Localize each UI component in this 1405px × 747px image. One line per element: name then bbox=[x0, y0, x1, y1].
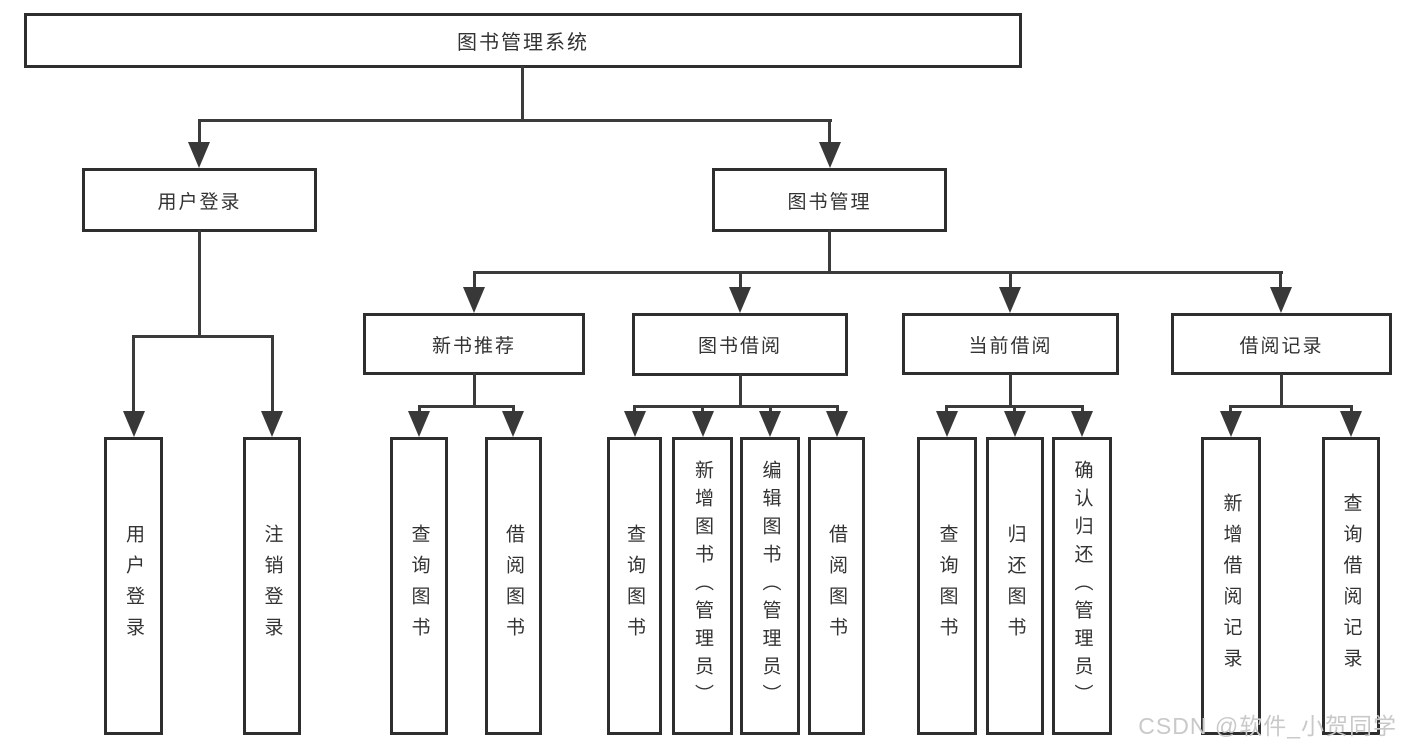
leaf-user-login: 用户登录 bbox=[104, 437, 163, 735]
connector-line bbox=[473, 271, 476, 291]
leaf-return-books: 归还图书 bbox=[986, 437, 1044, 735]
leaf-borrow-books-borrowing: 借阅图书 bbox=[808, 437, 865, 735]
arrowhead-down-icon bbox=[1004, 411, 1026, 437]
leaf-borrow-books-recommend: 借阅图书 bbox=[485, 437, 542, 735]
leaf-label: 查询图书 bbox=[408, 524, 430, 648]
leaf-label: 借阅图书 bbox=[826, 524, 847, 648]
arrowhead-down-icon bbox=[1340, 411, 1362, 437]
leaf-label: 注销登录 bbox=[261, 524, 283, 648]
connector-line bbox=[1280, 374, 1283, 408]
connector-line bbox=[521, 66, 524, 121]
connector-line bbox=[739, 271, 742, 291]
node-user-login: 用户登录 bbox=[82, 168, 317, 232]
connector-line bbox=[1009, 271, 1012, 291]
leaf-label: 查询图书 bbox=[936, 524, 958, 648]
node-book-borrowing: 图书借阅 bbox=[632, 313, 848, 376]
arrowhead-down-icon bbox=[624, 411, 646, 437]
arrowhead-down-icon bbox=[123, 411, 145, 437]
leaf-label: 借阅图书 bbox=[503, 524, 524, 648]
connector-line bbox=[473, 271, 1283, 274]
connector-line bbox=[633, 405, 839, 408]
arrowhead-down-icon bbox=[936, 411, 958, 437]
leaf-edit-books-admin: 编辑图书（管理员） bbox=[740, 437, 800, 735]
connector-line bbox=[1009, 374, 1012, 408]
arrowhead-down-icon bbox=[463, 287, 485, 313]
node-current-borrowing: 当前借阅 bbox=[902, 313, 1119, 375]
leaf-label: 查询借阅记录 bbox=[1340, 493, 1362, 679]
connector-line bbox=[271, 335, 274, 417]
connector-line bbox=[739, 374, 742, 408]
arrowhead-down-icon bbox=[188, 142, 210, 168]
node-label: 新书推荐 bbox=[431, 335, 516, 357]
arrowhead-down-icon bbox=[999, 287, 1021, 313]
leaf-label: 用户登录 bbox=[123, 524, 144, 648]
leaf-add-borrow-record: 新增借阅记录 bbox=[1201, 437, 1261, 735]
arrowhead-down-icon bbox=[1071, 411, 1093, 437]
leaf-query-books-recommend: 查询图书 bbox=[390, 437, 448, 735]
leaf-label: 确认归还（管理员） bbox=[1071, 460, 1093, 712]
arrowhead-down-icon bbox=[408, 411, 430, 437]
arrowhead-down-icon bbox=[261, 411, 283, 437]
node-borrowing-records: 借阅记录 bbox=[1171, 313, 1392, 375]
connector-line bbox=[828, 119, 831, 147]
connector-line bbox=[828, 230, 831, 274]
csdn-watermark: CSDN @软件_小贺同学 bbox=[1138, 713, 1397, 739]
node-book-management: 图书管理 bbox=[712, 168, 947, 232]
connector-line bbox=[198, 119, 832, 122]
node-library-management-system: 图书管理系统 bbox=[24, 13, 1022, 68]
connector-line bbox=[1229, 405, 1353, 408]
connector-line bbox=[473, 373, 476, 408]
node-label: 图书管理系统 bbox=[457, 32, 589, 54]
leaf-label: 编辑图书（管理员） bbox=[759, 460, 781, 712]
arrowhead-down-icon bbox=[692, 411, 714, 437]
node-label: 借阅记录 bbox=[1239, 335, 1324, 357]
leaf-query-books-borrowing: 查询图书 bbox=[607, 437, 662, 735]
node-label: 图书借阅 bbox=[697, 336, 782, 357]
arrowhead-down-icon bbox=[826, 411, 848, 437]
connector-line bbox=[418, 405, 515, 408]
leaf-query-borrow-record: 查询借阅记录 bbox=[1322, 437, 1380, 735]
connector-line bbox=[198, 119, 201, 147]
node-label: 用户登录 bbox=[157, 191, 242, 213]
arrowhead-down-icon bbox=[759, 411, 781, 437]
connector-line bbox=[132, 335, 135, 417]
node-new-book-recommendation: 新书推荐 bbox=[363, 313, 585, 375]
leaf-query-books-current: 查询图书 bbox=[917, 437, 977, 735]
arrowhead-down-icon bbox=[502, 411, 524, 437]
node-label: 图书管理 bbox=[787, 191, 872, 213]
leaf-confirm-return-admin: 确认归还（管理员） bbox=[1052, 437, 1112, 735]
arrowhead-down-icon bbox=[1270, 287, 1292, 313]
leaf-logout: 注销登录 bbox=[243, 437, 301, 735]
connector-line bbox=[1279, 271, 1282, 291]
leaf-label: 新增图书（管理员） bbox=[692, 460, 713, 712]
arrowhead-down-icon bbox=[729, 287, 751, 313]
arrowhead-down-icon bbox=[819, 142, 841, 168]
leaf-label: 新增借阅记录 bbox=[1220, 493, 1242, 679]
connector-line bbox=[198, 230, 201, 338]
arrowhead-down-icon bbox=[1220, 411, 1242, 437]
node-label: 当前借阅 bbox=[968, 335, 1053, 357]
leaf-label: 查询图书 bbox=[624, 524, 645, 648]
leaf-add-books-admin: 新增图书（管理员） bbox=[672, 437, 733, 735]
connector-line bbox=[132, 335, 274, 338]
leaf-label: 归还图书 bbox=[1004, 524, 1026, 648]
